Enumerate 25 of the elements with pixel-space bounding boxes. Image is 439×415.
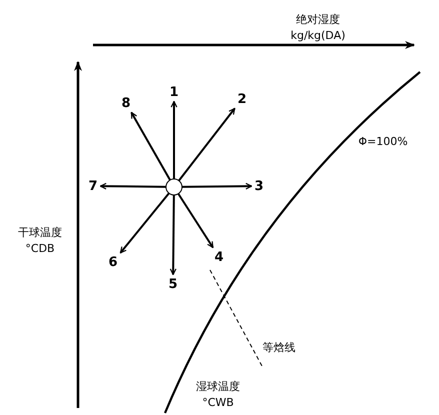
axis-title: 绝对湿度 <box>296 13 340 26</box>
direction-number: 5 <box>168 276 178 292</box>
line-label: 等焓线 <box>262 341 296 354</box>
arrow <box>120 192 170 254</box>
axis-title: 湿球温度 <box>196 380 240 393</box>
direction-number: 3 <box>254 178 264 194</box>
state-point-circle <box>166 178 182 196</box>
arrow <box>178 108 236 182</box>
direction-number: 7 <box>88 178 98 194</box>
arrow <box>170 100 178 179</box>
direction-number: 2 <box>236 92 248 106</box>
curve-label: Φ=100% <box>358 135 408 148</box>
direction-number: 4 <box>214 250 224 264</box>
arrow <box>100 182 166 190</box>
axis-title: 干球温度 <box>18 226 62 239</box>
direction-number: 1 <box>168 84 180 100</box>
direction-number: 8 <box>120 96 132 110</box>
unit-label: °CDB <box>25 242 55 255</box>
unit-label: °CWB <box>202 396 234 409</box>
arrow <box>130 112 171 181</box>
arrow <box>170 194 177 276</box>
direction-number: 6 <box>108 254 118 270</box>
arrow <box>182 182 252 190</box>
unit-label: kg/kg(DA) <box>290 29 346 42</box>
arrow <box>177 193 214 248</box>
